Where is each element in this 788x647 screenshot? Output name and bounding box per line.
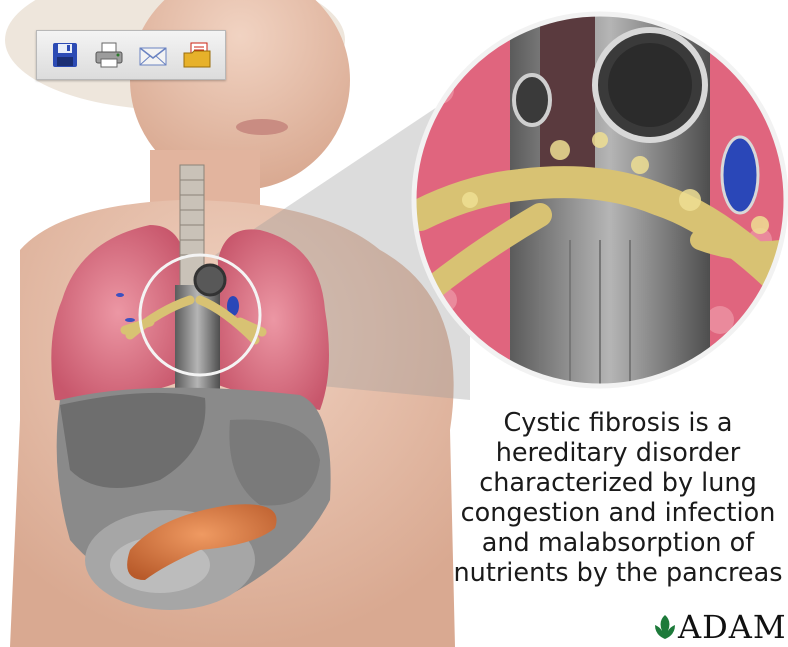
email-button[interactable] [135, 37, 171, 73]
bronchi-zoom-detail [410, 10, 788, 390]
floppy-disk-icon [51, 41, 79, 69]
caption-line: and malabsorption of [448, 528, 788, 558]
caption-line: nutrients by the pancreas [448, 558, 788, 588]
caption-line: congestion and infection [448, 498, 788, 528]
envelope-icon [138, 41, 168, 69]
logo-text: ADAM [678, 610, 787, 644]
caption-line: characterized by lung [448, 468, 788, 498]
export-button[interactable] [179, 37, 215, 73]
adam-logo: ADAM [652, 610, 787, 644]
save-button[interactable] [47, 37, 83, 73]
print-button[interactable] [91, 37, 127, 73]
folder-export-icon [182, 41, 212, 69]
leaf-icon [652, 613, 678, 641]
caption: Cystic fibrosis is a hereditary disorder… [448, 408, 788, 588]
caption-line: Cystic fibrosis is a [448, 408, 788, 438]
printer-icon [94, 41, 124, 69]
caption-line: hereditary disorder [448, 438, 788, 468]
toolbar [36, 30, 226, 80]
